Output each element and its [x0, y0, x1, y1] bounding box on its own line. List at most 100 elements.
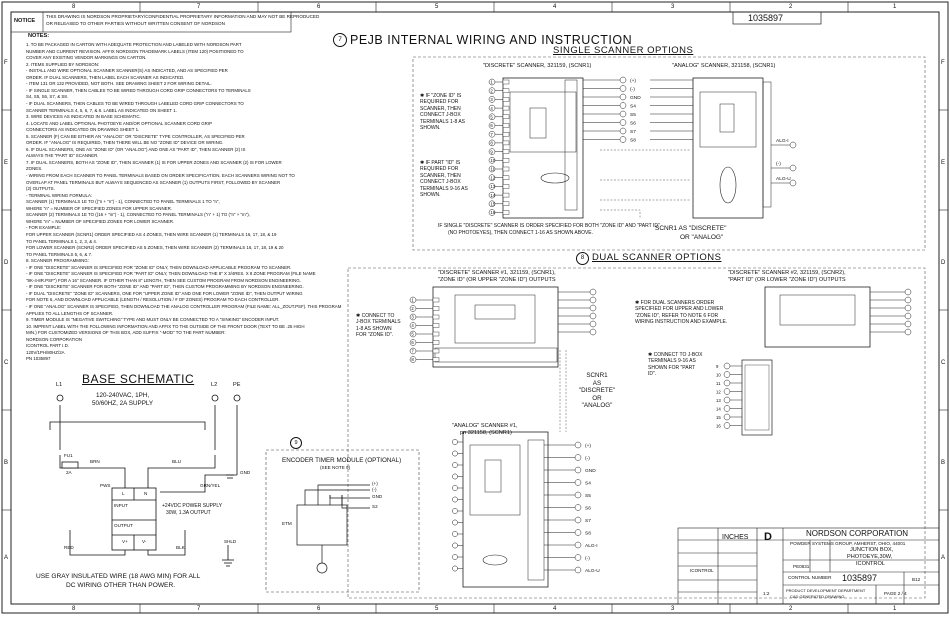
note-line: FOR UPPER SCANNER (SCNR1) ORDER SPECIFIE…	[26, 231, 277, 237]
note-line: NORDSON CORPORATION	[26, 336, 83, 342]
inner-border	[10, 11, 940, 605]
base-fuse-rating: 2A	[66, 470, 72, 475]
base-psu-note-1: +24VDC POWER SUPPLY	[162, 503, 223, 509]
terminal-number: 15	[716, 415, 721, 420]
terminal-label: S7	[585, 518, 591, 524]
base-l-term: L	[122, 491, 125, 496]
note-line: SCANNER TERMINALS 4, 5, 6, 7, & 8. LABEL…	[26, 107, 177, 113]
dual-scnr1-title-2: "ZONE ID" (OR UPPER "ZONE ID") OUTPUTS	[438, 277, 556, 283]
terminal-number: 8	[490, 141, 493, 146]
note-line: COVER ANY EXISTING VENDOR MARKINGS ON CA…	[26, 55, 147, 61]
base-schematic-drawing	[49, 394, 241, 567]
terminal-label: S7	[630, 129, 636, 135]
terminal-label: (-)	[585, 455, 590, 461]
zone-number-top: 4	[553, 4, 557, 10]
note-line: APPLIES TO ALL LENGTHS OF SCANNER.	[26, 310, 114, 316]
terminal-label: (+)	[585, 443, 591, 449]
dual-scnr1-title-1: "DISCRETE" SCANNER #1, 321159, (SCNR1),	[438, 270, 556, 276]
note-line: FOR NOTE 6, AND DOWNLOAD APPLICABLE (LEN…	[26, 297, 280, 303]
note-line: 4. LOCATE AND LABEL OPTIONAL PHOTOEYE AN…	[26, 120, 212, 126]
note-line: - TERMINAL WIRING FORMULA:	[26, 192, 93, 198]
product-dev: PRODUCT DEVELOPMENT DEPARTMENT	[786, 588, 866, 593]
terminal-number: 10	[716, 372, 721, 377]
terminal-number: 7	[411, 349, 414, 354]
note-line: ZONES.	[26, 166, 43, 172]
terminal-number: 6	[490, 123, 493, 128]
single-or-analog: OR "ANALOG"	[680, 234, 724, 241]
terminal-label: ALG-U	[585, 568, 600, 574]
zone-letter-left: F	[4, 60, 8, 66]
note-text-line: FOR "ZONE ID".	[356, 332, 394, 339]
single-footer-note-2: (NO PHOTOEYES), THEN CONNECT 1-16 AS SHO…	[448, 230, 594, 236]
zone-number-top: 1	[893, 4, 897, 10]
note-text-line: "ANALOG"	[581, 402, 613, 410]
zone-letter-right: F	[941, 60, 945, 66]
note-text-line: SPECIFIED FOR UPPER AND LOWER	[635, 306, 724, 313]
dual-scanner-frame	[347, 267, 926, 599]
note-text-line: SHOWN.	[420, 192, 441, 199]
base-psu-note-2: 30W, 1.3A OUTPUT	[166, 510, 211, 516]
note-text-line: REQUIRED FOR	[420, 166, 459, 173]
single-discrete-label: "DISCRETE" SCANNER, 321159, (SCNR1)	[483, 63, 592, 69]
note-line: MIN.) FOR CUSTOMIZED VERSIONS OF THIS BO…	[26, 330, 226, 336]
terminal-number: 15	[490, 202, 495, 207]
terminal-number: 10	[490, 158, 495, 163]
notice-label: NOTICE	[14, 18, 36, 24]
title-line-3: ICONTROL	[856, 561, 885, 567]
note-line: 120V/1PH/80HZ/2A	[26, 349, 65, 355]
note-text-line: ID".	[648, 371, 657, 378]
zone-number-bottom: 2	[789, 606, 793, 612]
terminal-number: 8	[411, 357, 414, 362]
zone-letter-left: B	[4, 460, 9, 466]
note-line: NUMBER AND CURRENT REVISION. AFFIX NORDS…	[26, 48, 244, 54]
dual-title-marker: 8	[576, 252, 589, 265]
base-schematic-title: BASE SCHEMATIC	[82, 372, 195, 386]
base-blk: BLK	[176, 545, 185, 550]
dual-analog-title-1: "ANALOG" SCANNER #1,	[452, 423, 518, 429]
terminal-number: 5	[490, 115, 493, 120]
base-pws: PWS	[100, 483, 111, 488]
terminal-number: 13	[716, 398, 721, 403]
note-text-line: ✱ CONNECT TO	[356, 313, 395, 319]
terminal-number: 2	[490, 88, 493, 93]
notice-text-2: OR RELEASED TO OTHER PARTIES WITHOUT WRI…	[46, 21, 225, 26]
base-vplus: V+	[122, 539, 128, 544]
note-text-line: "DISCRETE"	[578, 387, 616, 395]
main-title: PEJB INTERNAL WIRING AND INSTRUCTION	[350, 33, 633, 47]
terminal-number: 3	[490, 97, 493, 102]
company-name: NORDSON CORPORATION	[806, 529, 909, 538]
note-line: TO PANEL TERMINALS 1, 2, 3, & 4.	[26, 238, 98, 244]
note-line: TO PANEL TERMINALS 5, 6, & 7.	[26, 251, 93, 257]
part-number: PE0831	[793, 564, 810, 569]
base-grn-yel: GRN/YEL	[200, 483, 221, 488]
title-line-1: JUNCTION BOX,	[850, 547, 894, 553]
encoder-pin-label: (+)	[372, 481, 378, 486]
cad-note: CAD GENERATED DRAWING	[790, 594, 845, 599]
terminal-label: ALG-I	[776, 138, 789, 144]
single-analog-label: "ANALOG" SCANNER, 321158, (SCNR1)	[672, 63, 776, 69]
terminal-number: 12	[716, 389, 721, 394]
note-line: - IF SINGLE SCANNER, THEN CABLES TO BE W…	[26, 87, 251, 93]
sheet-size: D	[764, 531, 772, 543]
zone-number-bottom: 8	[72, 606, 76, 612]
note-line: - IF ONE "ANALOG" SCANNER IS SPECIFIED, …	[26, 304, 342, 309]
base-l1: L1	[56, 382, 63, 388]
note-line: WHERE "n" = NUMBER OF SPECIFIED ZONES FO…	[26, 205, 172, 211]
note-line: FOR LOWER SCANNER (SCNR2) ORDER SPECIFIE…	[26, 245, 284, 251]
note-line: 7. IF DUAL SCANNERS, BOTH AS "ZONE ID", …	[26, 159, 282, 165]
zone-number-bottom: 4	[553, 606, 557, 612]
note-text-line: WIRING INSTRUCTION AND EXAMPLE.	[635, 319, 728, 326]
encoder-pin-label: (-)	[372, 487, 377, 492]
single-analog-board	[692, 77, 772, 219]
zone-letter-right: E	[941, 160, 946, 166]
